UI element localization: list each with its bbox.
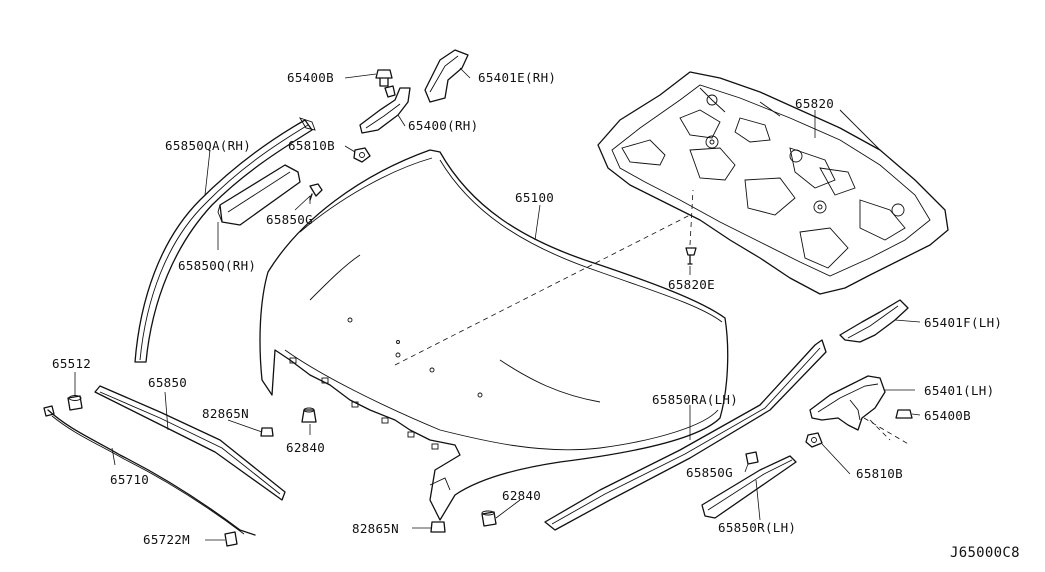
weatherstrip-65850	[94, 385, 286, 501]
label-65722M: 65722M	[143, 532, 190, 547]
label-65820E: 65820E	[668, 277, 715, 292]
stopper-65512	[67, 395, 83, 411]
label-82865N-b: 82865N	[352, 521, 399, 536]
hood-panel	[259, 149, 729, 521]
seal-65850RA	[544, 339, 827, 531]
bumper-82865N-b	[430, 521, 446, 533]
label-62840-a: 62840	[286, 440, 325, 455]
seal-65850R	[701, 455, 797, 519]
seal-65850Q	[217, 164, 301, 226]
label-65810B-top: 65810B	[288, 138, 335, 153]
label-65512: 65512	[52, 356, 91, 371]
label-65810B-bot: 65810B	[856, 466, 903, 481]
label-65850G-bot: 65850G	[686, 465, 733, 480]
label-65401LH: 65401(LH)	[924, 383, 994, 398]
bracket-65401F	[839, 299, 909, 343]
label-65401E: 65401E(RH)	[478, 70, 556, 85]
label-65400B-bot: 65400B	[924, 408, 971, 423]
clip-65850G-bot	[745, 451, 759, 465]
label-65850QA: 65850QA(RH)	[165, 138, 251, 153]
nut-65810B-top	[353, 147, 371, 163]
diagram-code: J65000C8	[950, 545, 1020, 561]
clip-65722M	[224, 531, 238, 547]
label-65850Q: 65850Q(RH)	[178, 258, 256, 273]
hinge-65401-lh	[809, 375, 886, 431]
clip-65850G-top	[309, 183, 323, 201]
label-65100: 65100	[515, 190, 554, 205]
label-65850R: 65850R(LH)	[718, 520, 796, 535]
label-65850G-top: 65850G	[266, 212, 313, 227]
part-labels: 65400B 65401E(RH) 65400(RH) 65810B 65850…	[52, 70, 1020, 561]
nut-65810B-bot	[805, 432, 823, 448]
bolt-65400B-bot	[895, 409, 913, 419]
leader-lines	[74, 67, 921, 541]
label-65400B-top: 65400B	[287, 70, 334, 85]
label-65710: 65710	[110, 472, 149, 487]
label-65400RH: 65400(RH)	[408, 118, 478, 133]
bumper-82865N-a	[260, 427, 274, 437]
label-65401F: 65401F(LH)	[924, 315, 1002, 330]
seal-65850QA	[134, 117, 316, 363]
bumper-62840-a	[301, 407, 317, 423]
clip-65820E	[685, 247, 697, 265]
bracket-65401E	[424, 49, 469, 103]
label-65850RA: 65850RA(LH)	[652, 392, 738, 407]
hinge-65400-rh	[359, 85, 411, 134]
bolt-65400B-top	[375, 69, 393, 87]
hood-insulator	[597, 71, 949, 295]
label-82865N-a: 82865N	[202, 406, 249, 421]
bumper-62840-b	[481, 510, 497, 527]
hood-release-cable-65710	[43, 405, 256, 536]
label-65820: 65820	[795, 96, 834, 111]
label-65850: 65850	[148, 375, 187, 390]
label-62840-b: 62840	[502, 488, 541, 503]
